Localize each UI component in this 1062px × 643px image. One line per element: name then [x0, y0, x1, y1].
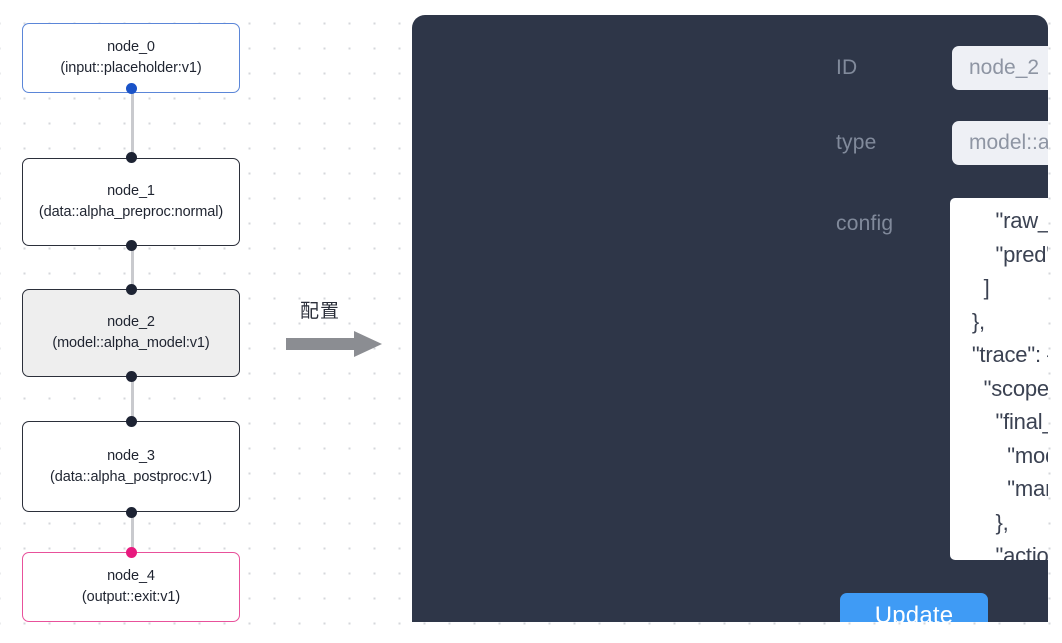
type-field-label: type: [836, 131, 877, 154]
right-arrow-icon: [286, 331, 382, 357]
graph-node-label: node_3 (data::alpha_postproc:v1): [50, 447, 212, 485]
port-node_2-in[interactable]: [126, 284, 137, 295]
id-field-label: ID: [836, 56, 858, 79]
port-node_1-out[interactable]: [126, 240, 137, 251]
port-node_3-in[interactable]: [126, 416, 137, 427]
config-textarea-wrapper: "raw_action", "pred" ] }, "trace": { "sc…: [950, 198, 1048, 560]
graph-node-label: node_1 (data::alpha_preproc:normal): [38, 183, 224, 220]
port-node_2-out[interactable]: [126, 371, 137, 382]
port-node_4-in[interactable]: [126, 547, 137, 558]
config-textarea[interactable]: "raw_action", "pred" ] }, "trace": { "sc…: [971, 208, 1048, 560]
node-config-panel: ID type config "raw_action", "pred" ] },…: [412, 15, 1048, 622]
arrow-caption: 配置: [300, 300, 341, 322]
id-input[interactable]: [952, 46, 1048, 90]
edge-node3-node4: [131, 512, 134, 552]
graph-node-node_0[interactable]: node_0 (input::placeholder:v1): [22, 23, 240, 93]
edge-node0-node1: [131, 88, 134, 158]
config-field-label: config: [836, 212, 894, 235]
edge-node1-node2: [131, 245, 134, 290]
graph-node-node_4[interactable]: node_4 (output::exit:v1): [22, 552, 240, 622]
type-input[interactable]: [952, 121, 1048, 165]
graph-node-node_2[interactable]: node_2 (model::alpha_model:v1): [22, 289, 240, 377]
graph-node-node_3[interactable]: node_3 (data::alpha_postproc:v1): [22, 421, 240, 512]
configure-arrow-group: 配置: [286, 296, 396, 364]
graph-node-label: node_2 (model::alpha_model:v1): [52, 314, 210, 351]
graph-node-node_1[interactable]: node_1 (data::alpha_preproc:normal): [22, 158, 240, 246]
port-node_1-in[interactable]: [126, 152, 137, 163]
graph-node-label: node_4 (output::exit:v1): [81, 568, 181, 605]
port-node_0-out[interactable]: [126, 83, 137, 94]
graph-node-label: node_0 (input::placeholder:v1): [60, 39, 202, 76]
edge-node2-node3: [131, 375, 134, 421]
update-button[interactable]: Update: [840, 593, 988, 622]
port-node_3-out[interactable]: [126, 507, 137, 518]
